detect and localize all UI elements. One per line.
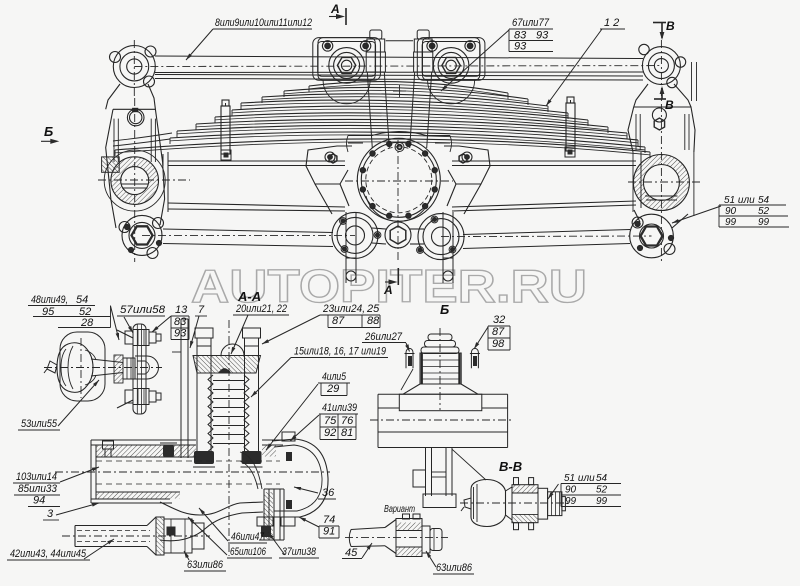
svg-text:54: 54: [758, 195, 770, 206]
svg-text:Б: Б: [44, 124, 53, 139]
svg-text:83: 83: [174, 316, 187, 328]
svg-text:93: 93: [514, 41, 527, 53]
svg-text:52: 52: [758, 206, 770, 217]
svg-text:76: 76: [341, 415, 354, 427]
svg-text:Б: Б: [440, 302, 449, 317]
svg-text:48или49,: 48или49,: [31, 294, 68, 306]
svg-text:42или43, 44или45: 42или43, 44или45: [10, 548, 87, 560]
svg-text:65или106: 65или106: [230, 546, 267, 558]
svg-text:32: 32: [493, 314, 505, 326]
svg-text:51 или: 51 или: [564, 473, 595, 484]
svg-text:90: 90: [725, 206, 737, 217]
svg-text:54: 54: [596, 473, 608, 484]
svg-text:AUTOPITER.RU: AUTOPITER.RU: [191, 260, 587, 312]
svg-text:52: 52: [79, 306, 91, 318]
svg-text:54: 54: [76, 294, 88, 306]
svg-text:81: 81: [341, 427, 353, 439]
svg-text:28: 28: [80, 317, 94, 329]
svg-text:83: 83: [514, 30, 527, 42]
svg-text:8или9или10или11или12: 8или9или10или11или12: [215, 17, 312, 29]
svg-text:25: 25: [366, 303, 380, 315]
svg-text:94: 94: [33, 495, 45, 507]
svg-text:3: 3: [47, 508, 54, 520]
svg-text:А: А: [383, 283, 393, 297]
svg-text:103или14: 103или14: [16, 471, 57, 483]
svg-text:36: 36: [322, 487, 335, 499]
svg-text:67или77: 67или77: [512, 17, 550, 29]
svg-text:85или33: 85или33: [18, 483, 58, 495]
svg-text:15или18, 16, 17 или19: 15или18, 16, 17 или19: [294, 346, 386, 358]
svg-text:4или5: 4или5: [322, 371, 347, 383]
svg-text:87: 87: [492, 326, 505, 338]
svg-text:63или86: 63или86: [436, 562, 473, 574]
svg-text:99: 99: [758, 217, 770, 228]
svg-text:37или38: 37или38: [282, 546, 317, 558]
svg-text:88: 88: [367, 315, 380, 327]
svg-text:46или47: 46или47: [231, 531, 265, 543]
svg-text:90: 90: [565, 485, 577, 496]
svg-text:Вариант: Вариант: [384, 504, 415, 515]
svg-text:92: 92: [324, 427, 336, 439]
svg-text:93: 93: [174, 328, 187, 340]
svg-text:41или39: 41или39: [322, 402, 357, 414]
svg-text:99: 99: [725, 217, 737, 228]
svg-text:99: 99: [565, 496, 577, 507]
svg-text:52: 52: [596, 485, 608, 496]
svg-text:75: 75: [324, 415, 337, 427]
svg-text:29: 29: [326, 383, 339, 395]
svg-text:99: 99: [596, 496, 608, 507]
svg-text:45: 45: [345, 547, 358, 559]
svg-text:23или24,: 23или24,: [322, 303, 365, 315]
svg-text:63или86: 63или86: [187, 559, 224, 571]
svg-text:26или27: 26или27: [364, 331, 403, 343]
svg-text:А: А: [330, 2, 340, 16]
svg-text:20или21, 22: 20или21, 22: [235, 303, 287, 315]
svg-text:74: 74: [323, 514, 335, 526]
svg-text:93: 93: [536, 30, 549, 42]
svg-text:В-В: В-В: [499, 459, 522, 474]
svg-text:91: 91: [323, 526, 335, 538]
svg-text:87: 87: [332, 315, 345, 327]
svg-text:53или55: 53или55: [21, 418, 58, 430]
svg-text:В: В: [665, 98, 674, 112]
svg-text:В: В: [666, 19, 675, 33]
svg-text:98: 98: [492, 338, 505, 350]
svg-text:13: 13: [175, 304, 188, 316]
svg-text:А-А: А-А: [237, 289, 261, 304]
svg-text:57или58: 57или58: [120, 304, 166, 316]
svg-text:7: 7: [198, 304, 205, 316]
svg-text:95: 95: [42, 306, 55, 318]
svg-text:1 2: 1 2: [604, 17, 619, 29]
svg-text:51 или: 51 или: [724, 195, 755, 206]
